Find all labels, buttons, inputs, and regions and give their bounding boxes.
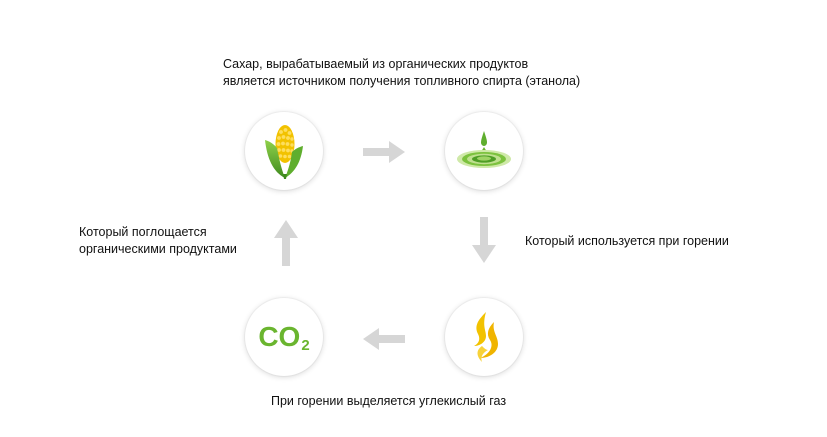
co2-subscript: 2: [301, 337, 310, 354]
node-ethanol: [445, 112, 523, 190]
caption-used-in-combustion-line1: Который используется при горении: [525, 234, 729, 248]
arrow-down-icon: [472, 217, 496, 263]
corn-icon: [265, 125, 303, 179]
co2-main: CO: [258, 321, 301, 352]
ethanol-drop-icon: [457, 131, 511, 168]
flame-icon: [474, 312, 498, 362]
caption-sugar-source: Сахар, вырабатываемый из органических пр…: [223, 56, 580, 90]
caption-sugar-source-line2: является источником получения топливного…: [223, 74, 581, 88]
node-flame: [445, 298, 523, 376]
caption-sugar-source-line1: Сахар, вырабатываемый из органических пр…: [223, 57, 529, 71]
caption-co2-released: При горении выделяется углекислый газ: [271, 393, 506, 410]
node-corn: [245, 112, 323, 190]
arrow-right-icon: [363, 141, 405, 163]
arrow-up-icon: [274, 220, 298, 266]
caption-used-in-combustion: Который используется при горении: [525, 233, 729, 250]
caption-absorbed-by-plants: Который поглощается органическими продук…: [79, 224, 237, 258]
caption-co2-released-line1: При горении выделяется углекислый газ: [271, 394, 507, 408]
caption-absorbed-by-plants-line2: органическими продуктами: [79, 242, 237, 256]
arrow-left-icon: [363, 328, 405, 350]
caption-absorbed-by-plants-line1: Который поглощается: [79, 225, 207, 239]
